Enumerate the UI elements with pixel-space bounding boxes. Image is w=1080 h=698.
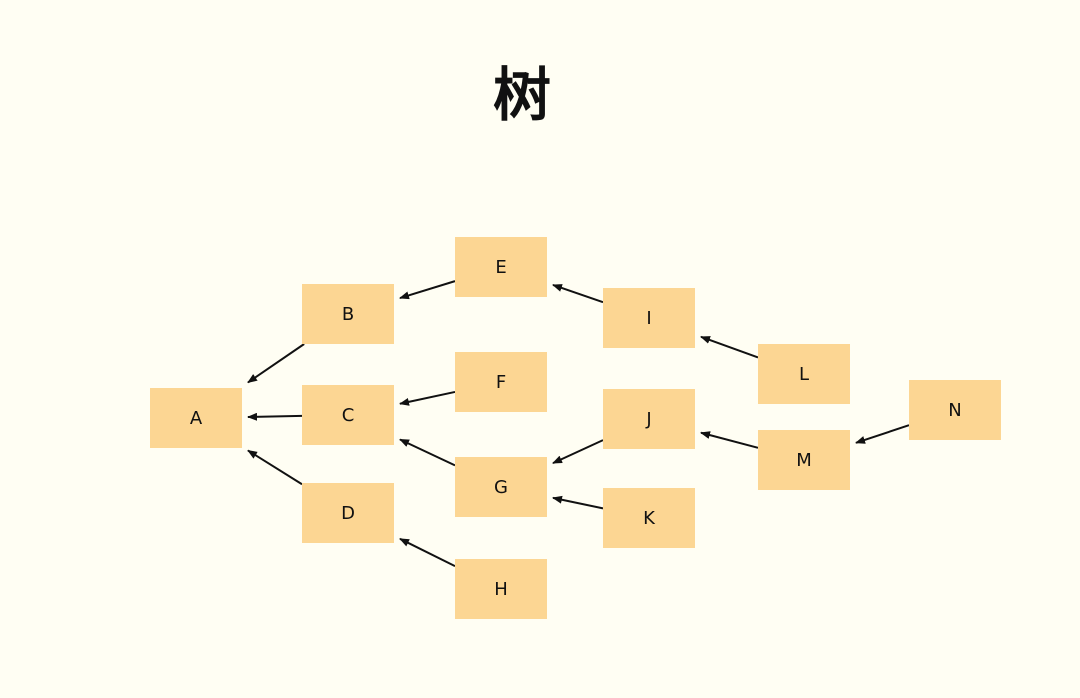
node-L: L	[758, 344, 850, 404]
edge-B-to-A	[247, 343, 305, 384]
node-label: B	[341, 303, 355, 325]
edge-C-to-A	[247, 412, 303, 421]
edge-D-to-A	[247, 449, 303, 486]
node-label: C	[341, 404, 355, 426]
edge-N-to-M	[855, 424, 910, 444]
node-G: G	[455, 457, 547, 517]
node-A: A	[150, 388, 242, 448]
edge-K-to-G	[552, 495, 604, 510]
node-label: H	[494, 578, 508, 600]
node-label: N	[948, 399, 962, 421]
node-label: J	[646, 408, 652, 430]
node-label: A	[189, 407, 203, 429]
node-label: M	[796, 449, 812, 471]
node-F: F	[455, 352, 547, 412]
edge-G-to-C	[399, 438, 456, 467]
edge-E-to-B	[399, 280, 456, 300]
edge-J-to-G	[552, 439, 604, 465]
node-label: F	[495, 371, 507, 393]
node-label: K	[643, 507, 655, 529]
diagram-title: 树	[492, 61, 551, 129]
node-label: L	[798, 363, 810, 385]
edge-M-to-J	[700, 431, 759, 449]
node-label: G	[494, 476, 508, 498]
node-K: K	[603, 488, 695, 548]
node-N: N	[909, 380, 1001, 440]
edge-I-to-E	[552, 283, 604, 304]
edge-F-to-C	[399, 390, 456, 406]
node-E: E	[455, 237, 547, 297]
node-C: C	[302, 385, 394, 445]
node-J: J	[603, 389, 695, 449]
node-I: I	[603, 288, 695, 348]
node-label: E	[495, 256, 507, 278]
node-D: D	[302, 483, 394, 543]
node-label: D	[341, 502, 355, 524]
edge-L-to-I	[700, 335, 759, 359]
node-M: M	[758, 430, 850, 490]
node-B: B	[302, 284, 394, 344]
node-H: H	[455, 559, 547, 619]
edge-H-to-D	[399, 537, 456, 568]
node-label: I	[646, 307, 652, 329]
